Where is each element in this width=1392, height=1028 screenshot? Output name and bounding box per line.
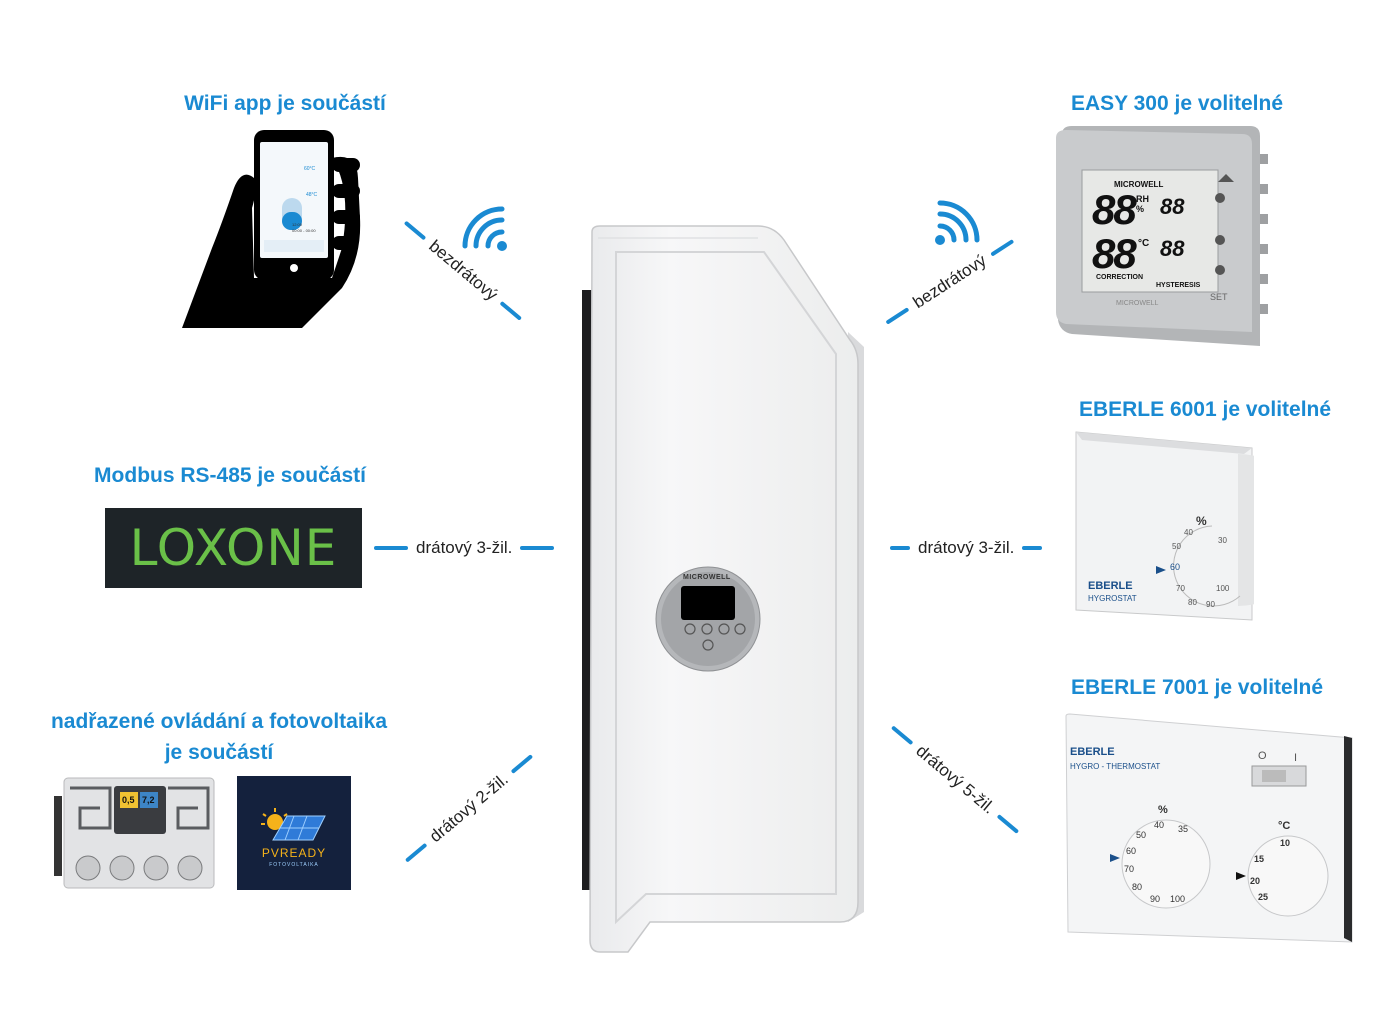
connection-eberle7001-label: drátový 5-žil.	[912, 741, 999, 818]
eberle6001-mark-40: 40	[1184, 528, 1193, 537]
eberle6001-mark-50: 50	[1172, 542, 1181, 551]
eberle6001-mark-90: 90	[1206, 600, 1215, 609]
connection-easy300-label: bezdrátový	[909, 250, 990, 313]
phone-title: WiFi app je součástí	[184, 92, 386, 115]
pool-display-left: 0,5	[122, 795, 135, 805]
easy300-correction-label: CORRECTION	[1096, 274, 1144, 281]
eberle7001-switch-off: O	[1258, 750, 1267, 762]
connection-loxone: drátový 3-žil.	[374, 538, 555, 558]
easy300-reading-2: 88	[1092, 230, 1137, 277]
pvready-logo-subtext: FOTOVOLTAIKA	[269, 862, 319, 868]
easy300-device: MICROWELL 88 RH % 88 88 °C 88 CORRECTION…	[1052, 124, 1272, 350]
wifi-icon-right	[932, 200, 980, 248]
eberle6001-mark-100: 100	[1216, 584, 1230, 593]
humidity-mark-40: 40	[1154, 820, 1165, 830]
eberle6001-model: HYGROSTAT	[1088, 594, 1137, 603]
pvready-logo-text: PVREADY	[261, 846, 327, 860]
eberle6001-mark-30: 30	[1218, 536, 1227, 545]
temp-mark-10: 10	[1280, 838, 1291, 848]
unit-brand-label: MICROWELL	[683, 574, 731, 581]
pvready-logo: PVREADY FOTOVOLTAIKA	[237, 776, 351, 890]
easy300-reading-small-1: 88	[1160, 194, 1185, 219]
humidity-dial-unit: %	[1158, 804, 1168, 816]
easy300-set-label: SET	[1210, 292, 1228, 302]
loxone-logo-text: LOXONE	[129, 519, 338, 577]
humidity-mark-50: 50	[1136, 830, 1147, 840]
eberle7001-switch-on: I	[1294, 752, 1298, 764]
humidity-mark-70: 70	[1124, 864, 1135, 874]
easy300-reading-1: 88	[1092, 186, 1137, 233]
eberle6001-mark-80: 80	[1188, 598, 1197, 607]
eberle7001-brand: EBERLE	[1070, 746, 1115, 758]
eberle6001-device: % 60 50 40 70 80 90 100 30 EBERLE HYGROS…	[1072, 430, 1254, 626]
phone-time-2: 00:00 - 00:00	[292, 228, 316, 233]
phone-hand-illustration: 60°C 48°C 12:00 00:00 - 00:00	[182, 128, 362, 330]
pvready-title-line1: nadřazené ovládání a fotovoltaika	[50, 710, 388, 733]
pool-display-right: 7,2	[142, 795, 155, 805]
temp-dial-unit: °C	[1278, 820, 1291, 832]
easy300-reading-small-2: 88	[1160, 236, 1185, 261]
connection-eberle7001: drátový 5-žil.	[886, 719, 1044, 856]
humidity-mark-100: 100	[1170, 894, 1186, 904]
temp-mark-25: 25	[1258, 892, 1269, 902]
temp-mark-20: 20	[1250, 876, 1261, 886]
humidity-mark-80: 80	[1132, 882, 1143, 892]
eberle6001-mark-60: 60	[1170, 562, 1181, 572]
humidity-mark-60: 60	[1126, 846, 1137, 856]
easy300-brand-top: MICROWELL	[1114, 180, 1164, 189]
humidity-mark-35: 35	[1178, 824, 1189, 834]
eberle6001-title: EBERLE 6001 je volitelné	[1078, 398, 1332, 421]
eberle6001-unit: %	[1196, 514, 1207, 528]
easy300-unit-1: RH %	[1136, 194, 1149, 214]
wifi-icon	[462, 206, 510, 254]
pool-controller-image: 0,5 7,2	[50, 776, 228, 898]
loxone-title: Modbus RS-485 je součástí	[94, 464, 366, 487]
phone-temp-1: 60°C	[304, 166, 316, 172]
easy300-hysteresis-label: HYSTERESIS	[1156, 282, 1201, 289]
central-unit: MICROWELL	[578, 222, 868, 956]
temp-mark-15: 15	[1254, 854, 1265, 864]
easy300-unit-2: °C	[1138, 238, 1150, 249]
connection-eberle6001: drátový 3-žil.	[890, 538, 1043, 558]
phone-time-1: 12:00	[292, 222, 303, 227]
connection-eberle6001-label: drátový 3-žil.	[918, 538, 1015, 557]
easy300-title: EASY 300 je volitelné	[1070, 92, 1284, 115]
loxone-logo: LOXONE	[105, 508, 362, 588]
eberle6001-mark-70: 70	[1176, 584, 1185, 593]
connection-pvready-label: drátový 2-žil.	[425, 769, 512, 847]
easy300-brand-bottom: MICROWELL	[1116, 300, 1159, 307]
eberle7001-device: EBERLE HYGRO - THERMOSTAT O I % 40 35 50…	[1062, 712, 1356, 944]
eberle7001-model: HYGRO - THERMOSTAT	[1070, 762, 1161, 771]
phone-temp-2: 48°C	[306, 192, 318, 198]
eberle7001-title: EBERLE 7001 je volitelné	[1070, 676, 1324, 699]
pvready-title-line2: je součástí	[164, 741, 274, 764]
connection-loxone-label: drátový 3-žil.	[416, 538, 513, 557]
control-panel: MICROWELL	[655, 566, 761, 672]
eberle6001-brand: EBERLE	[1088, 580, 1133, 592]
humidity-mark-90: 90	[1150, 894, 1161, 904]
